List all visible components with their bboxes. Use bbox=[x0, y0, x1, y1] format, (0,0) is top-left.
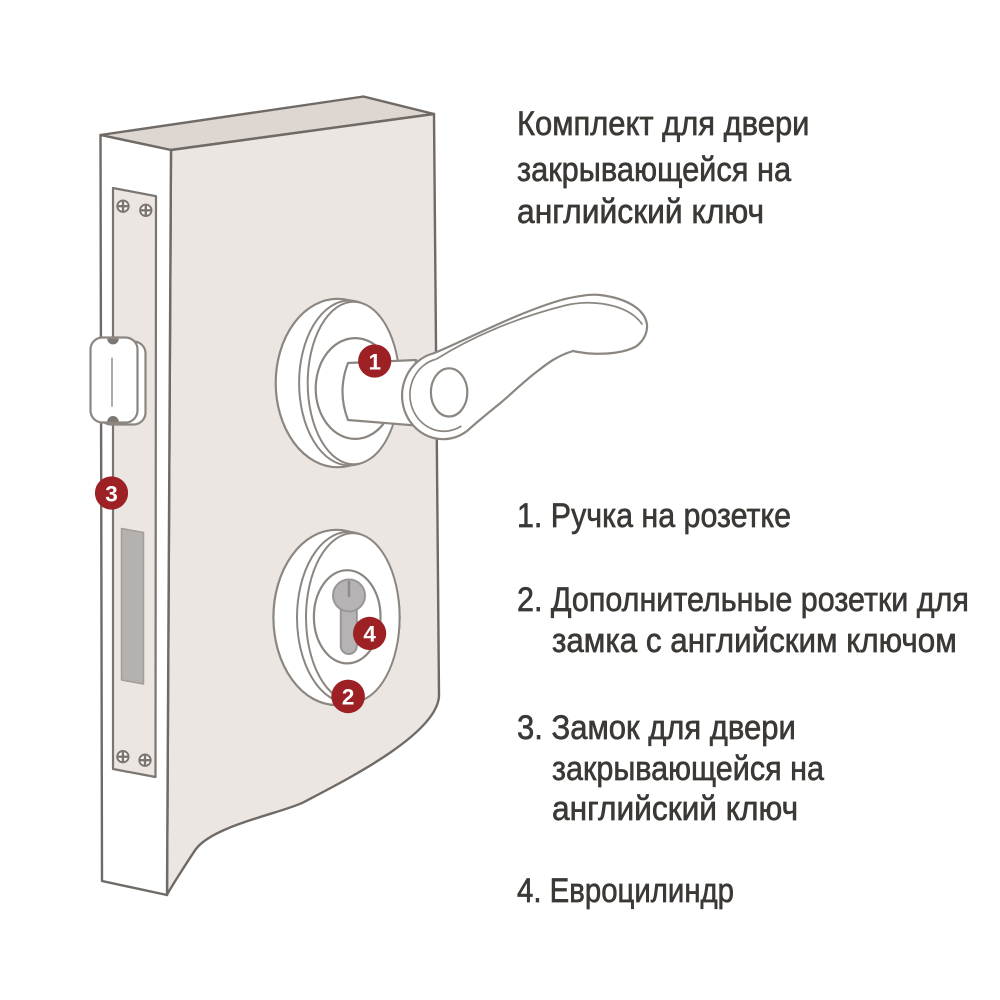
svg-text:1: 1 bbox=[368, 349, 381, 374]
svg-text:2: 2 bbox=[342, 685, 355, 710]
svg-text:4: 4 bbox=[363, 622, 376, 647]
svg-text:3: 3 bbox=[105, 481, 118, 506]
